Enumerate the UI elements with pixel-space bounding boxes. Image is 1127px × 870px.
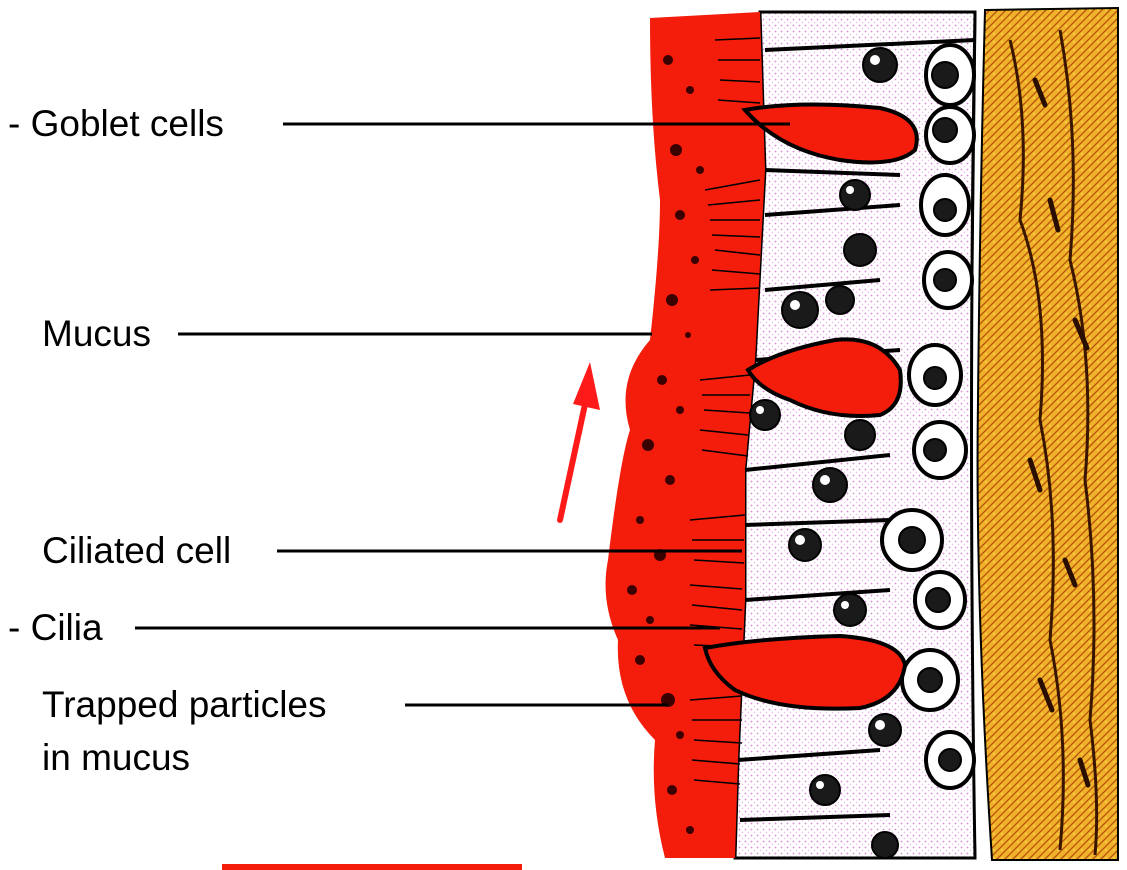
label-trapped-particles: Trapped particles [42,685,327,725]
label-mucus: Mucus [42,314,151,354]
label-cilia: - Cilia [8,608,103,648]
label-in-mucus: in mucus [42,738,190,778]
bottom-strip [222,864,522,870]
mucus-flow-arrow [560,362,600,520]
connective-tissue [978,8,1118,860]
label-goblet-cells: - Goblet cells [8,104,224,144]
label-ciliated-cell: Ciliated cell [42,531,231,571]
